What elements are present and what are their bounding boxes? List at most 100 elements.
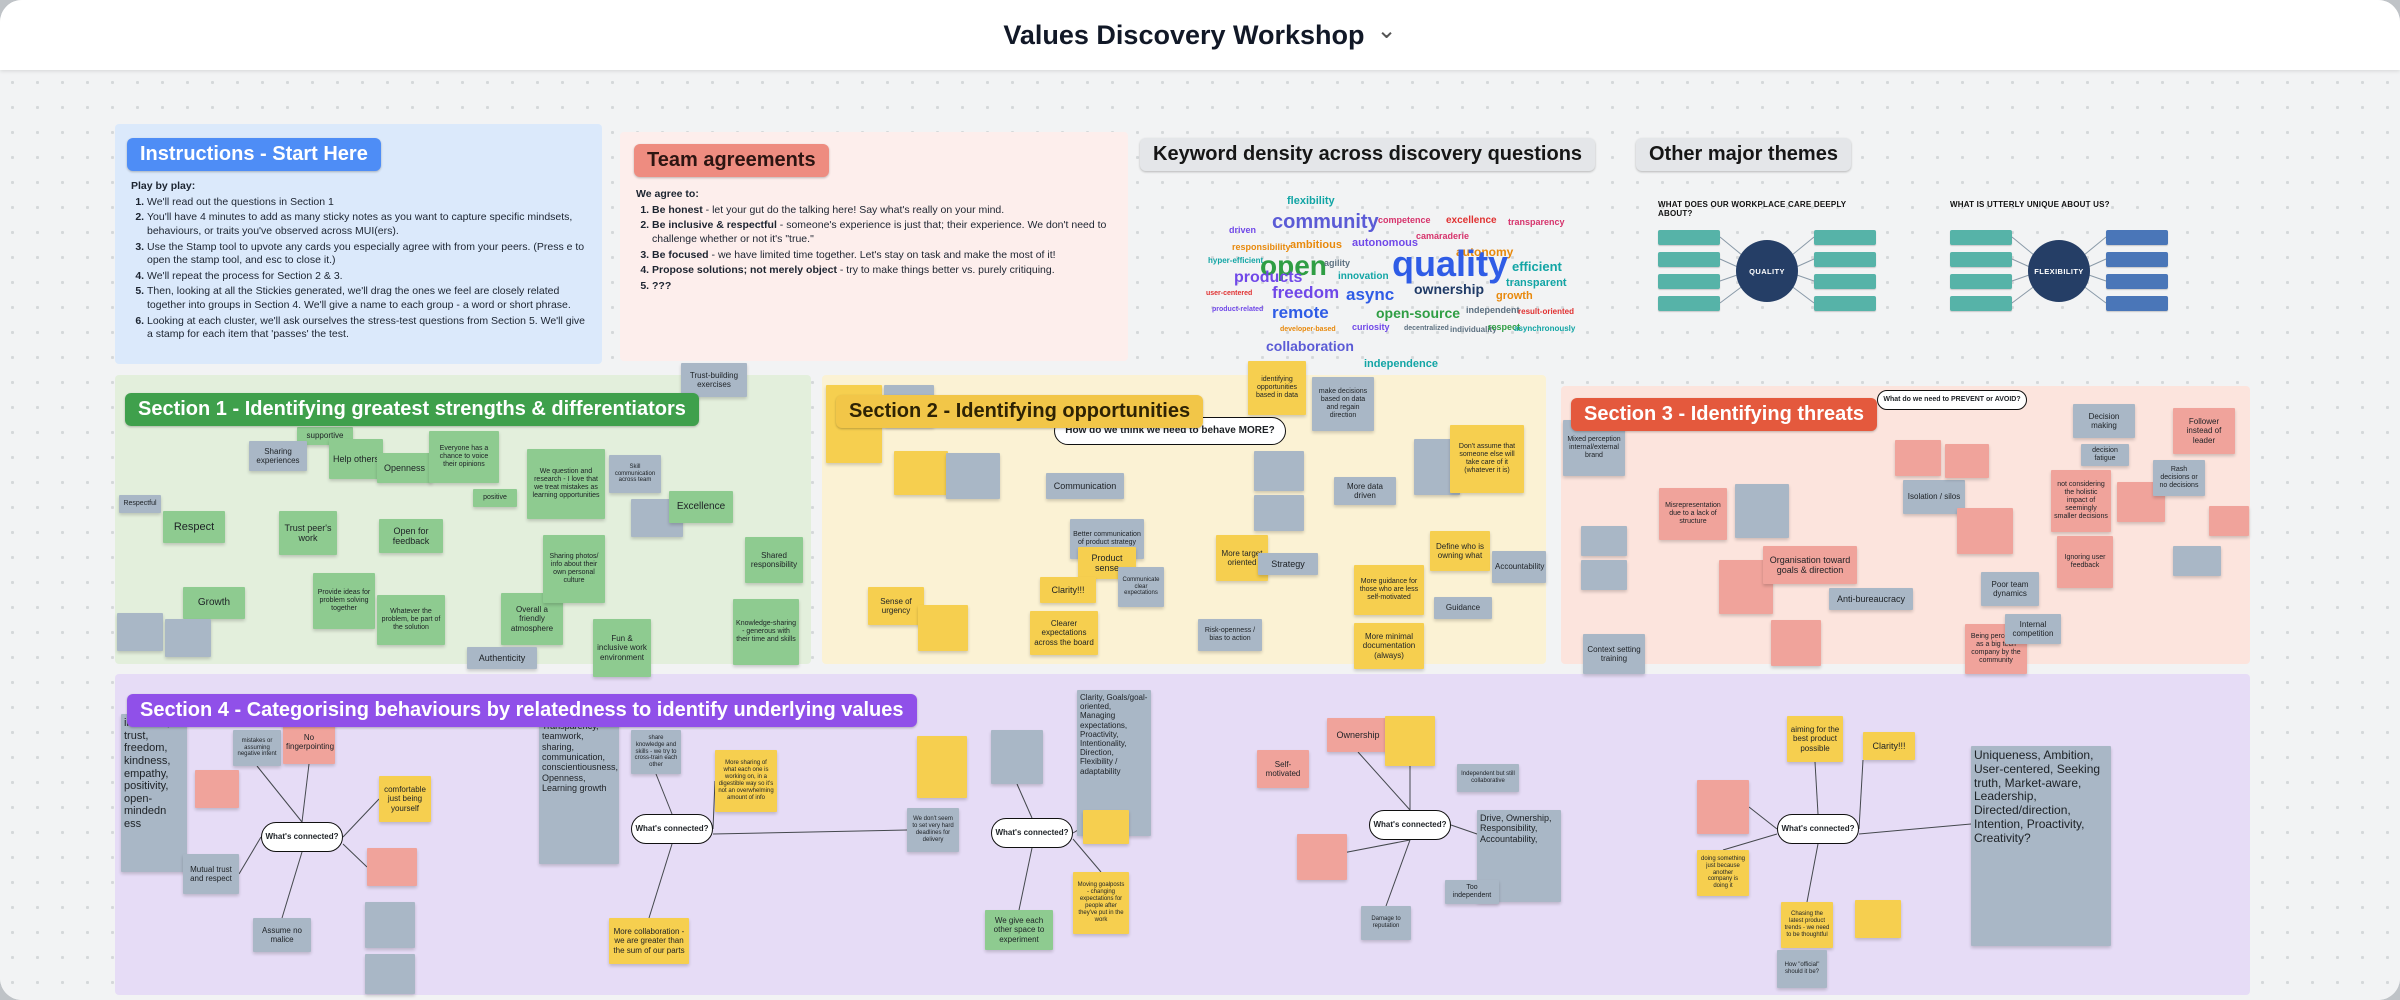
sticky-note[interactable]: We give each other space to experiment (985, 910, 1053, 950)
sticky-note[interactable]: Everyone has a chance to voice their opi… (429, 431, 499, 483)
sticky-note[interactable]: Clarity!!! (1040, 577, 1096, 603)
theme-node[interactable] (1814, 230, 1876, 245)
sticky-note[interactable] (1083, 810, 1129, 844)
sticky-note[interactable]: Knowledge-sharing - generous with their … (733, 599, 799, 665)
sticky-note[interactable]: Excellence (669, 491, 733, 523)
sticky-note[interactable]: Transparency, teamwork, sharing, communi… (539, 718, 619, 864)
sticky-note[interactable] (1254, 451, 1304, 491)
sticky-note[interactable]: Sharing experiences (249, 441, 307, 471)
sticky-note[interactable]: Guidance (1434, 597, 1492, 619)
sticky-note[interactable]: Decision making (2073, 404, 2135, 438)
sticky-note[interactable]: not considering the holistic impact of s… (2051, 470, 2111, 532)
sticky-note[interactable]: Clearer expectations across the board (1030, 611, 1098, 655)
sticky-note[interactable]: Skill communication across team (609, 455, 661, 493)
sticky-note[interactable]: How "official" should it be? (1777, 950, 1827, 988)
sticky-note[interactable]: Provide ideas for problem solving togeth… (313, 573, 375, 629)
theme-node[interactable] (1814, 252, 1876, 267)
sticky-note[interactable]: Anti-bureaucracy (1829, 588, 1913, 610)
sticky-note[interactable] (1771, 620, 1821, 666)
sticky-note[interactable]: Trust-building exercises (681, 363, 747, 397)
sticky-note[interactable]: Accountability (1492, 551, 1546, 583)
sticky-note[interactable]: share knowledge and skills - we try to c… (631, 730, 681, 774)
sticky-note[interactable] (1385, 716, 1435, 766)
prompt-pill[interactable]: What's connected? (1369, 810, 1451, 840)
sticky-note[interactable] (165, 619, 211, 657)
sticky-note[interactable]: Independent but still collaborative (1457, 764, 1519, 792)
sticky-note[interactable]: Uniqueness, Ambition, User-centered, See… (1971, 746, 2111, 946)
sticky-note[interactable] (894, 451, 948, 495)
instructions-title-badge[interactable]: Instructions - Start Here (127, 138, 381, 171)
theme-node[interactable] (1950, 274, 2012, 289)
theme-node[interactable] (1658, 252, 1720, 267)
sticky-note[interactable]: Mutual trust and respect (183, 854, 239, 894)
sticky-note[interactable]: make decisions based on data and regain … (1312, 377, 1374, 431)
sticky-note[interactable] (917, 736, 967, 798)
sticky-note[interactable] (365, 902, 415, 948)
sticky-note[interactable]: Define who is owning what (1430, 531, 1490, 571)
sticky-note[interactable]: Trust peer's work (279, 511, 337, 555)
section-3-title-badge[interactable]: Section 3 - Identifying threats (1571, 398, 1878, 431)
theme-node[interactable] (1814, 274, 1876, 289)
sticky-note[interactable] (991, 730, 1043, 784)
sticky-note[interactable]: doing something just because another com… (1697, 850, 1749, 896)
team-agreements-title-badge[interactable]: Team agreements (634, 144, 829, 177)
theme-node[interactable] (1658, 230, 1720, 245)
sticky-note[interactable]: Strategy (1258, 553, 1318, 575)
sticky-note[interactable]: identifying opportunities based in data (1248, 361, 1306, 415)
section-2-title-badge[interactable]: Section 2 - Identifying opportunities (836, 395, 1204, 428)
sticky-note[interactable]: Don't assume that someone else will take… (1450, 425, 1524, 493)
sticky-note[interactable]: Follower instead of leader (2173, 408, 2235, 454)
theme-node[interactable] (1950, 296, 2012, 311)
sticky-note[interactable]: Assume no malice (253, 918, 311, 952)
sticky-note[interactable]: Isolation / silos (1903, 480, 1965, 514)
sticky-note[interactable]: Help others (329, 439, 383, 479)
sticky-note[interactable] (1855, 900, 1901, 938)
sticky-note[interactable] (1945, 444, 1989, 478)
sticky-note[interactable]: Self-motivated (1257, 750, 1309, 788)
theme-node[interactable] (1950, 230, 2012, 245)
sticky-note[interactable]: Rash decisions or no decisions (2153, 460, 2205, 496)
sticky-note[interactable]: Moving goalposts - changing expectations… (1073, 872, 1129, 934)
sticky-note[interactable]: Growth (183, 587, 245, 619)
sticky-note[interactable]: comfortable just being yourself (379, 776, 431, 822)
sticky-note[interactable]: Shared responsibility (745, 537, 803, 583)
sticky-note[interactable]: decision fatigue (2081, 444, 2129, 466)
theme-node[interactable] (1658, 296, 1720, 311)
prompt-pill[interactable]: What's connected? (1777, 814, 1859, 844)
sticky-note[interactable]: Whatever the problem, be part of the sol… (377, 595, 445, 645)
sticky-note[interactable] (1895, 440, 1941, 476)
sticky-note[interactable]: inclusion, trust, freedom, kindness, emp… (121, 714, 187, 872)
sticky-note[interactable] (1581, 526, 1627, 556)
section-1-title-badge[interactable]: Section 1 - Identifying greatest strengt… (125, 393, 699, 426)
sticky-note[interactable] (365, 954, 415, 994)
sticky-note[interactable] (2209, 506, 2249, 536)
sticky-note[interactable] (367, 848, 417, 886)
sticky-note[interactable]: aiming for the best product possible (1787, 716, 1843, 762)
sticky-note[interactable]: Ownership (1327, 718, 1389, 752)
theme-node[interactable] (2106, 252, 2168, 267)
sticky-note[interactable]: Respectful (119, 495, 161, 513)
theme-node[interactable] (2106, 296, 2168, 311)
section-4-title-badge[interactable]: Section 4 - Categorising behaviours by r… (127, 694, 917, 727)
sticky-note[interactable]: Organisation toward goals & direction (1763, 546, 1857, 584)
board-canvas[interactable]: Instructions - Start Here Play by play: … (0, 70, 2400, 1000)
sticky-note[interactable]: positive (473, 489, 517, 507)
sticky-note[interactable]: Sense of urgency (868, 587, 924, 625)
theme-center-node[interactable]: FLEXIBILITY (2028, 240, 2090, 302)
sticky-note[interactable]: Internal competition (2005, 614, 2061, 644)
prompt-pill[interactable]: What's connected? (991, 818, 1073, 848)
sticky-note[interactable]: Communication (1046, 473, 1124, 499)
sticky-note[interactable] (946, 453, 1000, 499)
sticky-note[interactable]: More sharing of what each one is working… (715, 750, 777, 812)
sticky-note[interactable]: Authenticity (467, 647, 537, 669)
sticky-note[interactable]: Sharing photos/ info about their own per… (543, 535, 605, 603)
theme-node[interactable] (2106, 274, 2168, 289)
sticky-note[interactable]: More guidance for those who are less sel… (1354, 565, 1424, 615)
prompt-pill[interactable]: What do we need to PREVENT or AVOID? (1877, 390, 2027, 410)
theme-map-unique[interactable]: WHAT IS UTTERLY UNIQUE ABOUT US? (1950, 200, 2170, 326)
sticky-note[interactable]: Communicate clear expectations (1118, 567, 1164, 607)
sticky-note[interactable] (2173, 546, 2221, 576)
theme-node[interactable] (2106, 230, 2168, 245)
sticky-note[interactable]: Openness (377, 453, 432, 483)
sticky-note[interactable] (918, 605, 968, 651)
